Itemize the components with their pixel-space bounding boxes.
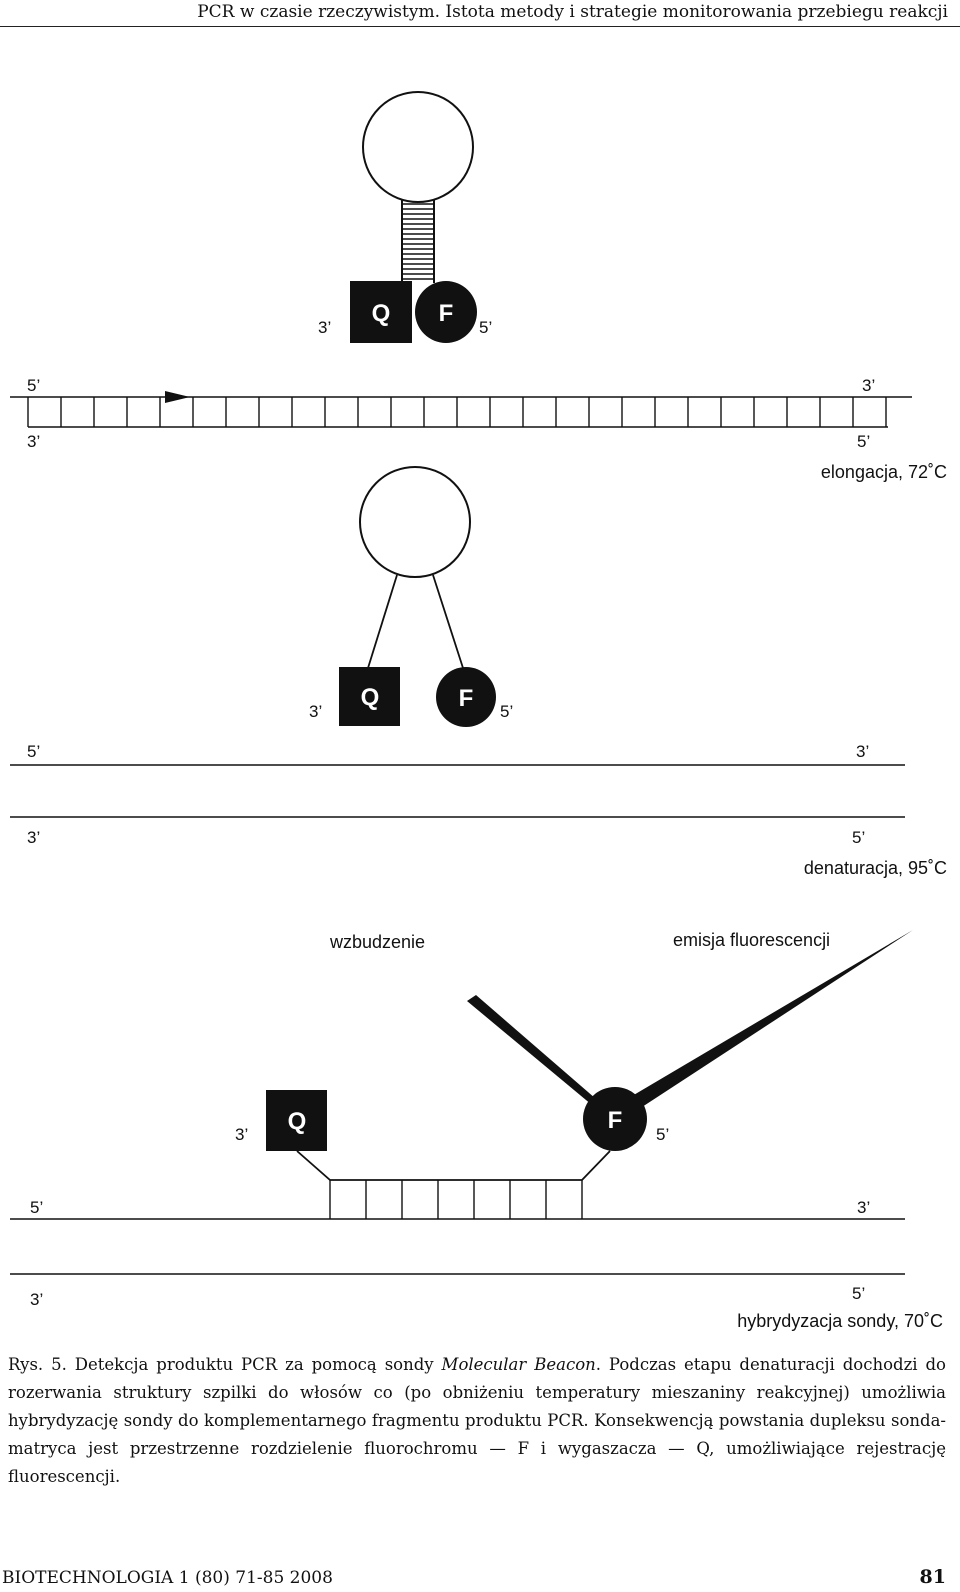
fluorophore-label: F [608,1107,623,1134]
fluorophore-circle [583,1087,647,1151]
stage-label-elongation: elongacja, 72˚C [821,462,947,482]
quencher-box [266,1090,327,1151]
fluorophore-circle [415,281,477,343]
probe-three-end: 3’ [235,1125,248,1144]
probe-five-end: 5’ [479,318,492,337]
probe-five-end: 5’ [500,702,513,721]
strand-bottom-five-end: 5’ [852,1284,865,1303]
quencher-label: Q [288,1108,307,1135]
emission-label: emisja fluorescencji [673,930,830,950]
stage-label-hybridization: hybrydyzacja sondy, 70˚C [737,1311,943,1331]
strand-top-three-end: 3’ [856,742,869,761]
probe-target-rungs [329,1180,583,1219]
strand-top-five-end: 5’ [30,1198,43,1217]
panel-elongation: Q F 3’ 5’ 5’ 3’ 3’ 5’ elongacja, 72˚C [10,91,947,482]
beacon-loop-open [359,466,471,578]
figure-caption: Rys. 5. Detekcja produktu PCR za pomocą … [8,1351,946,1491]
hybridized-probe-strand [296,1150,611,1181]
fluorophore-circle [436,667,496,727]
strand-bottom-five-end: 5’ [857,432,870,451]
molecular-beacon-figure: Q F 3’ 5’ 5’ 3’ 3’ 5’ elongacja, 72˚C Q … [10,91,947,1331]
emission-light-wedge [627,930,913,1109]
probe-three-end: 3’ [318,318,331,337]
caption-text-after: . Podczas etapu denaturacji dochodzi do … [8,1355,946,1486]
strand-top-five-end: 5’ [27,376,40,395]
stem-rungs [402,203,434,280]
caption-italic-term: Molecular Beacon [441,1355,596,1374]
beacon-loop [362,91,474,203]
fluorophore-label: F [439,300,454,327]
panel-hybridization: wzbudzenie emisja fluorescencji Q F 3’ 5… [10,930,943,1331]
strand-bottom-three-end: 3’ [30,1290,43,1309]
stage-label-denaturation: denaturacja, 95˚C [804,858,947,878]
excitation-light-wedge [467,995,603,1110]
strand-top-five-end: 5’ [27,742,40,761]
probe-three-end: 3’ [309,702,322,721]
page-footer: BIOTECHNOLOGIA 1 (80) 71-85 2008 81 [0,1566,960,1592]
strand-bottom-five-end: 5’ [852,828,865,847]
strand-bottom-three-end: 3’ [27,828,40,847]
strand-top-three-end: 3’ [857,1198,870,1217]
quencher-label: Q [361,684,380,711]
probe-five-end: 5’ [656,1125,669,1144]
excitation-label: wzbudzenie [329,932,425,952]
quencher-box [339,667,400,726]
primer-extension-arrow [165,391,190,403]
page-number: 81 [919,1566,946,1588]
header-rule [0,26,960,27]
running-title: PCR w czasie rzeczywistym. Istota metody… [197,2,948,22]
panel-denaturation: Q F 3’ 5’ 5’ 3’ 3’ 5’ denaturacja, 95˚C [10,466,947,878]
duplex-rungs [27,397,887,427]
journal-citation: BIOTECHNOLOGIA 1 (80) 71-85 2008 [2,1568,333,1588]
caption-label: Rys. 5. [8,1355,67,1374]
quencher-box [350,281,412,343]
strand-top-three-end: 3’ [862,376,875,395]
caption-text-before: Detekcja produktu PCR za pomocą sondy [74,1355,434,1374]
strand-bottom-three-end: 3’ [27,432,40,451]
quencher-label: Q [372,300,391,327]
fluorophore-label: F [459,685,474,712]
